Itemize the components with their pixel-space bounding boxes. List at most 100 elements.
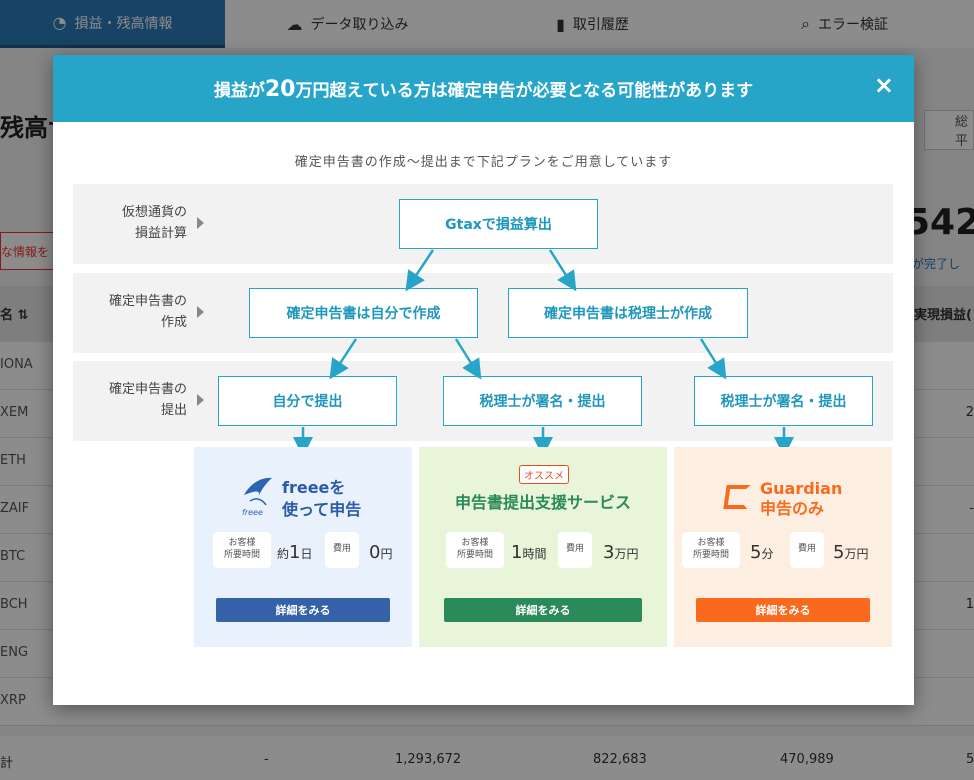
modal-title-number: 20 [264, 76, 296, 102]
modal-subtitle: 確定申告書の作成〜提出まで下記プランをご用意しています [294, 155, 673, 170]
row-label-line: 仮想通貨の [121, 205, 187, 221]
total-value-4: 5 [966, 752, 974, 767]
time-value: 約1日 [277, 542, 312, 563]
chip-text: お客様 [228, 538, 256, 549]
chip-text: 所要時間 [223, 550, 260, 560]
plan-title-line: freeeを [282, 478, 346, 497]
box-create-tax-accountant: 確定申告書は税理士が作成 [508, 288, 748, 338]
plan-support-details-button[interactable]: 詳細をみる [444, 598, 642, 622]
tab-trade-history[interactable]: ▮ 取引履歴 [470, 0, 715, 48]
cost-number: 0 [369, 542, 381, 563]
coin-value: 1 [965, 597, 974, 612]
close-icon[interactable]: × [873, 71, 894, 99]
cost-label-chip: 費用 [790, 532, 824, 568]
guardian-logo-icon [723, 485, 751, 509]
plan-freee-details-button[interactable]: 詳細をみる [216, 598, 390, 622]
plan-support-service: オススメ 申告書提出支援サービス お客様所要時間 1時間 費用 3万円 詳細をみ… [419, 447, 667, 647]
time-unit: 時間 [522, 547, 547, 561]
tab-label: データ取り込み [310, 17, 409, 33]
cloud-upload-icon: ☁ [286, 14, 303, 34]
coin-name: XRP [0, 693, 26, 708]
plan-title-line: Guardian [760, 479, 843, 498]
column-name-header[interactable]: 名 ⇅ [0, 308, 29, 323]
cost-value: 5万円 [833, 542, 868, 563]
plan-guardian-details-button[interactable]: 詳細をみる [696, 598, 870, 622]
recommended-badge: オススメ [519, 465, 569, 484]
total-dash: - [264, 752, 269, 767]
total-value-2: 822,683 [593, 752, 647, 767]
cost-label-chip: 費用 [325, 532, 359, 568]
chip-text: お客様 [461, 538, 489, 549]
box-submit-self: 自分で提出 [218, 376, 397, 426]
box-submit-tax-accountant-2: 税理士が署名・提出 [694, 376, 873, 426]
caret-right-icon [197, 394, 204, 406]
row-label: 仮想通貨の損益計算 [73, 184, 193, 264]
plan-title-line: 使って申告 [282, 499, 362, 519]
row-label-line: 損益計算 [134, 226, 187, 241]
time-unit: 日 [300, 547, 313, 561]
top-navigation: ◔ 損益・残高情報 ☁ データ取り込み ▮ 取引履歴 ⌕ エラー検証 [0, 0, 974, 48]
time-prefix: 約 [277, 547, 290, 561]
coin-name: IONA [0, 357, 33, 372]
coin-name: ZAIF [0, 501, 30, 516]
time-number: 1 [289, 542, 301, 563]
coin-name: XEM [0, 405, 29, 420]
time-label-chip: お客様所要時間 [682, 532, 740, 568]
time-label-chip: お客様所要時間 [446, 532, 504, 568]
pie-chart-icon: ◔ [52, 13, 67, 32]
chip-text: 所要時間 [692, 550, 729, 560]
cost-value: 0円 [369, 542, 392, 563]
box-submit-tax-accountant: 税理士が署名・提出 [443, 376, 642, 426]
status-link[interactable]: が完了し [912, 257, 961, 271]
modal-title-pre: 損益が [213, 80, 265, 101]
coin-value: 2 [965, 405, 974, 420]
time-value: 1時間 [511, 542, 546, 563]
row-label: 確定申告書の作成 [73, 273, 193, 353]
warning-notice: な情報を [0, 232, 58, 270]
bar-chart-icon: ▮ [556, 14, 565, 34]
method-toggle[interactable]: 総平 [924, 110, 974, 150]
modal-title: 損益が20万円超えている方は確定申告が必要となる可能性があります [214, 76, 753, 102]
cost-number: 3 [603, 542, 615, 563]
row-label-line: 提出 [160, 403, 187, 418]
tab-label: 損益・残高情報 [74, 15, 173, 32]
search-icon: ⌕ [801, 14, 810, 33]
cost-unit: 万円 [844, 547, 869, 561]
cost-unit: 円 [380, 547, 393, 561]
plan-title: Guardian 申告のみ [760, 479, 842, 519]
tab-label: エラー検証 [817, 17, 888, 33]
total-value-1: 1,293,672 [395, 752, 462, 767]
coin-name: ENG [0, 645, 29, 660]
time-label-chip: お客様所要時間 [213, 532, 271, 568]
tab-profit-balance[interactable]: ◔ 損益・残高情報 [0, 0, 225, 48]
row-label: 確定申告書の提出 [73, 361, 193, 441]
plan-title-line: 申告のみ [760, 499, 825, 518]
plan-title: 申告書提出支援サービス [454, 493, 631, 512]
tab-data-import[interactable]: ☁ データ取り込み [225, 0, 470, 48]
table-total-row: 計 - 1,293,672 822,683 470,989 5 [0, 736, 974, 780]
total-label: 計 [0, 756, 14, 771]
freee-logo-text: freee [242, 508, 263, 517]
plan-freee: freee freeeを 使って申告 お客様所要時間 約1日 費用 0円 詳細を… [194, 447, 412, 647]
column-realized-header: 実現損益( [914, 308, 972, 323]
modal-header: 損益が20万円超えている方は確定申告が必要となる可能性があります × [53, 55, 914, 122]
row-label-line: 確定申告書の [108, 382, 187, 398]
coin-name: ETH [0, 453, 26, 468]
coin-value: - [969, 501, 974, 516]
flow-row-create: 確定申告書の作成 [73, 273, 893, 353]
coin-name: BCH [0, 597, 28, 612]
chip-text: 所要時間 [456, 550, 493, 560]
chip-text: お客様 [697, 538, 725, 549]
plan-title: freeeを 使って申告 [282, 477, 361, 520]
tab-label: 取引履歴 [572, 17, 629, 33]
time-number: 1 [511, 542, 523, 563]
time-unit: 分 [761, 547, 774, 561]
caret-right-icon [197, 217, 204, 229]
tab-error-check[interactable]: ⌕ エラー検証 [715, 0, 974, 48]
time-value: 5分 [750, 542, 773, 563]
total-value: 542, [905, 202, 974, 243]
cost-number: 5 [833, 542, 845, 563]
box-create-self: 確定申告書は自分で作成 [249, 288, 478, 338]
cost-label-chip: 費用 [558, 532, 592, 568]
row-label-line: 作成 [160, 315, 187, 330]
